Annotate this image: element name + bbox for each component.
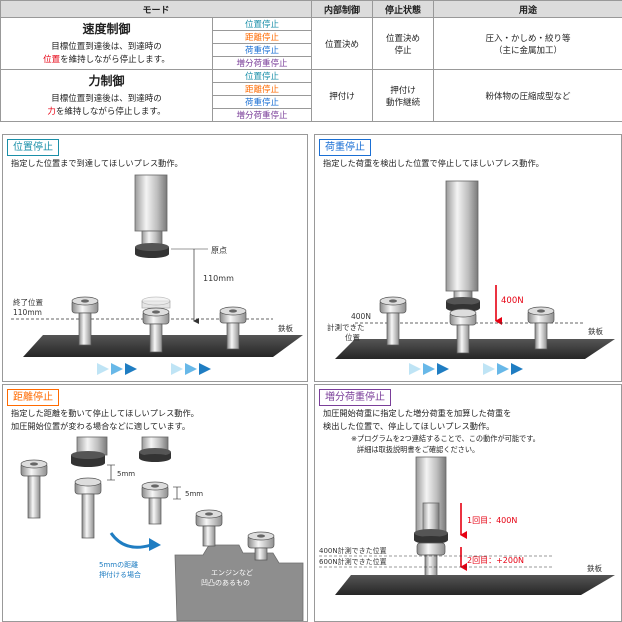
force-stop-state: 押付け動作継続 [372, 69, 435, 122]
steel-plate [335, 339, 615, 359]
speed-usage: 圧入・かしめ・絞り等（主に金属加工） [433, 17, 622, 70]
panel-distance-title: 距離停止 [7, 389, 59, 406]
speed-sub-load: 荷重停止 [211, 43, 313, 57]
panel-position-stop: 位置停止 指定した位置まで到達してほしいプレス動作。 原点 110mm 鉄板 終… [2, 134, 308, 382]
bolt [71, 296, 99, 346]
curved-arrow [109, 532, 152, 549]
detect-label-1: 400N [351, 312, 371, 321]
panel-load-title: 荷重停止 [319, 139, 371, 156]
conveyor-arrows [409, 363, 523, 375]
bolt [247, 531, 275, 561]
speed-control-title: 速度制御 [82, 22, 131, 36]
speed-internal: 位置決め [311, 17, 374, 70]
plate-label: 鉄板 [587, 563, 602, 573]
origin-label: 原点 [211, 246, 227, 255]
panel-distance-stop: 距離停止 指定した距離を動いて停止してほしいプレス動作。 加圧開始位置が変わる場… [2, 384, 308, 622]
panel-distance-desc-1: 指定した距離を動いて停止してほしいプレス動作。 [11, 408, 199, 418]
panel-position-title: 位置停止 [7, 139, 59, 156]
force-highlight: 力 [47, 107, 56, 117]
load-stop-illustration: 400N 鉄板 400N 計測できた 位置 [327, 180, 615, 375]
engine-label-1: エンジンなど [211, 569, 253, 577]
speed-highlight: 位置 [43, 55, 61, 65]
panel-distance-desc-2: 加圧開始位置が変わる場合などに適しています。 [11, 421, 191, 431]
pos-600-label: 600N計測できた位置 [319, 557, 387, 566]
pos-400-label: 400N計測できた位置 [319, 546, 387, 555]
panel-incremental-note-1: ※プログラムを2つ連結することで、この動作が可能です。 [351, 434, 540, 443]
header-usage: 用途 [433, 0, 622, 18]
bolt [379, 296, 407, 346]
press-rod [134, 174, 168, 232]
header-mode: モード [0, 0, 313, 18]
force-internal: 押付け [311, 69, 374, 122]
speed-sub-incremental: 増分荷重停止 [211, 56, 313, 70]
header-stop-state: 停止状態 [372, 0, 435, 18]
force-sub-incremental: 増分荷重停止 [211, 108, 313, 122]
header-internal: 内部制御 [311, 0, 374, 18]
travel-distance: 110mm [203, 274, 234, 283]
bolt [141, 481, 169, 525]
force-value: 400N [501, 296, 524, 306]
force-control-title: 力制御 [88, 74, 125, 88]
bolt-pressed [424, 554, 438, 578]
first-force-label: 1回目：400N [467, 516, 517, 525]
force-control-desc: 目標位置到達後は、到達時の 力を維持しながら停止します。 [47, 94, 166, 117]
panel-incremental-note-2: 詳細は取扱説明書をご確認ください。 [357, 445, 480, 454]
engine-label-2: 凹凸のあるもの [201, 579, 250, 587]
steel-plate [335, 575, 615, 595]
force-usage: 粉体物の圧縮成型など [433, 69, 622, 122]
detect-label-3: 位置 [345, 332, 360, 342]
panel-incremental-title: 増分荷重停止 [319, 389, 391, 406]
speed-stop-state: 位置決め停止 [372, 17, 435, 70]
press-rod [445, 180, 479, 292]
panel-load-stop: 荷重停止 指定した荷重を検出した位置で停止してほしいプレス動作。 400N 鉄板… [314, 134, 622, 382]
end-position-label: 終了位置 [13, 297, 43, 307]
bolt [527, 306, 555, 350]
detect-label-2: 計測できた [327, 322, 365, 332]
panel-position-desc: 指定した位置まで到達してほしいプレス動作。 [11, 158, 183, 168]
bolt [74, 477, 102, 539]
second-force-label: 2回目：+200N [467, 556, 524, 565]
panel-load-desc: 指定した荷重を検出した位置で停止してほしいプレス動作。 [323, 158, 544, 168]
bolt-pressed [141, 296, 171, 353]
speed-control-cell: 速度制御 目標位置到達後は、到達時の 位置を維持しながら停止します。 [0, 17, 213, 70]
bolt [195, 509, 223, 547]
panel-incremental-desc-1: 加圧開始荷重に指定した増分荷重を加算した荷重を [323, 408, 512, 418]
force-sub-load: 荷重停止 [211, 95, 313, 109]
plate-label: 鉄板 [588, 326, 603, 336]
plate-label: 鉄板 [278, 323, 293, 333]
steel-plate [23, 335, 303, 357]
engine-block [174, 544, 304, 621]
incremental-stop-illustration: 1回目：400N 2回目：+200N 400N計測できた位置 600N計測できた… [319, 456, 615, 595]
speed-sub-position: 位置停止 [211, 17, 313, 31]
force-sub-position: 位置停止 [211, 69, 313, 83]
bolt [219, 306, 247, 350]
panel-incremental-desc-2: 検出した位置で、停止してほしいプレス動作。 [323, 421, 495, 431]
gap-label-1: 5mm [117, 470, 135, 478]
position-stop-illustration: 原点 110mm 鉄板 終了位置 110mm [11, 174, 303, 375]
force-control-cell: 力制御 目標位置到達後は、到達時の 力を維持しながら停止します。 [0, 69, 213, 122]
panel-incremental-stop: 増分荷重停止 加圧開始荷重に指定した増分荷重を加算した荷重を 検出した位置で、停… [314, 384, 622, 622]
push-label-2: 押付ける場合 [99, 570, 141, 579]
bolt-pressed [449, 308, 477, 354]
mode-table: モード 内部制御 停止状態 用途 速度制御 目標位置到達後は、到達時の 位置を維… [0, 0, 622, 122]
force-sub-distance: 距離停止 [211, 82, 313, 96]
table-header-row: モード 内部制御 停止状態 用途 [0, 0, 622, 18]
speed-control-desc: 目標位置到達後は、到達時の 位置を維持しながら停止します。 [43, 42, 170, 65]
distance-stop-illustration: 5mm 5mm 5mmの距離 押付ける場合 [20, 436, 304, 621]
end-position-value: 110mm [13, 308, 42, 317]
push-label-1: 5mmの距離 [99, 560, 138, 569]
gap-label-2: 5mm [185, 490, 203, 498]
bolt [20, 459, 48, 519]
conveyor-arrows [97, 363, 211, 375]
speed-sub-distance: 距離停止 [211, 30, 313, 44]
